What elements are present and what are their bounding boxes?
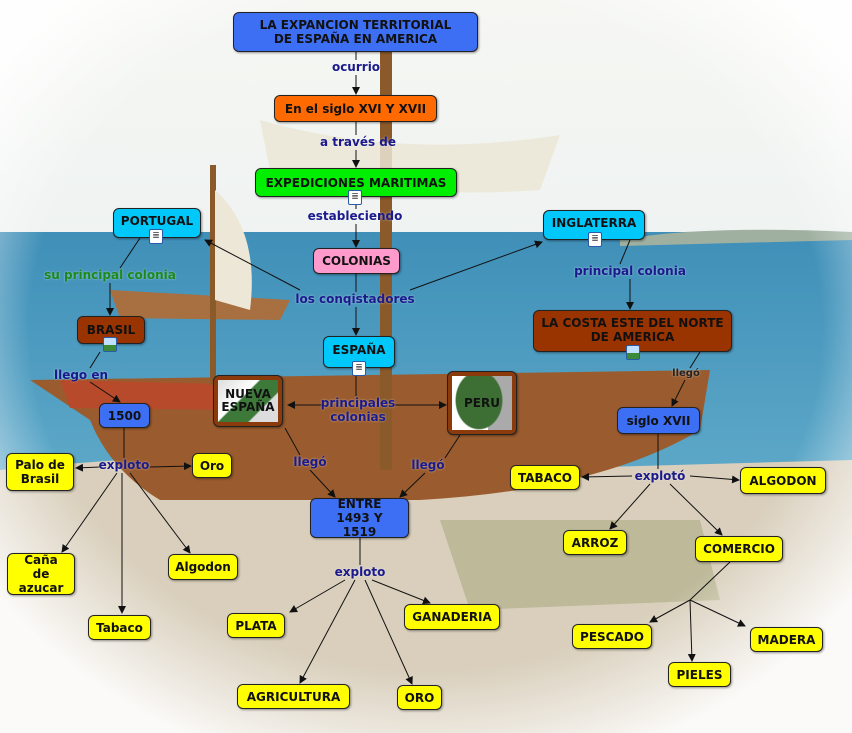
- link-line: [619, 239, 631, 265]
- link-line: [409, 240, 543, 291]
- link-llego-en: llego en: [53, 368, 109, 382]
- concept-arroz[interactable]: ARROZ: [563, 530, 627, 555]
- concept-tabaco-left[interactable]: Tabaco: [88, 615, 151, 640]
- concept-ganaderia[interactable]: GANADERIA: [404, 604, 500, 630]
- concept-algodon-left[interactable]: Algodon: [168, 554, 238, 580]
- link-line: [89, 381, 121, 403]
- link-principales-colonias: principales colonias: [320, 396, 396, 424]
- link-line: [687, 599, 696, 662]
- link-llego-costa: llegó: [672, 368, 700, 379]
- concept-tabaco-right[interactable]: TABACO: [510, 465, 580, 490]
- concept-comercio[interactable]: COMERCIO: [695, 536, 783, 562]
- link-exploto-brasil: exploto: [98, 458, 150, 472]
- link-line: [75, 463, 101, 472]
- link-line: [89, 351, 101, 369]
- concept-palo-de-brasil[interactable]: Palo de Brasil: [6, 453, 74, 491]
- concept-title[interactable]: LA EXPANCION TERRITORIAL DE ESPAÑA EN AM…: [233, 12, 478, 52]
- image-icon[interactable]: [103, 337, 117, 352]
- document-icon[interactable]: ≣: [588, 232, 602, 247]
- link-exploto-costa: explotó: [634, 469, 686, 483]
- concept-cana-de-azucar[interactable]: Caña de azucar: [7, 553, 75, 595]
- link-line: [689, 351, 701, 369]
- link-line: [119, 237, 141, 269]
- concept-colonias[interactable]: COLONIAS: [313, 248, 400, 274]
- link-line: [299, 579, 356, 684]
- document-icon[interactable]: ≣: [149, 229, 163, 244]
- concept-oro-small[interactable]: Oro: [192, 453, 232, 478]
- link-principal-colonia: principal colonia: [574, 264, 686, 278]
- concept-plata[interactable]: PLATA: [227, 613, 285, 638]
- concept-peru[interactable]: PERU: [447, 371, 517, 435]
- link-line: [204, 239, 301, 291]
- link-line: [309, 469, 336, 498]
- link-line: [609, 483, 651, 530]
- link-line: [149, 462, 192, 471]
- concept-algodon-right[interactable]: ALGODON: [740, 467, 826, 494]
- link-line: [671, 379, 686, 407]
- concept-siglo-xvii[interactable]: siglo XVII: [617, 407, 700, 434]
- concept-agricultura[interactable]: AGRICULTURA: [237, 684, 350, 709]
- link-su-principal-colonia: su principal colonia: [44, 268, 176, 282]
- link-llego-nueva-espana: llegó: [293, 455, 327, 469]
- link-ocurrio: ocurrio: [331, 60, 381, 74]
- link-line: [284, 427, 301, 456]
- link-line: [399, 472, 426, 498]
- document-icon[interactable]: ≣: [348, 190, 362, 205]
- image-icon[interactable]: [626, 345, 640, 360]
- link-estableciendo: estableciendo: [307, 209, 403, 223]
- link-line: [581, 472, 633, 481]
- link-line: [371, 579, 431, 605]
- link-line: [61, 472, 118, 553]
- concept-pieles[interactable]: PIELES: [668, 662, 731, 687]
- concept-nueva-espana[interactable]: NUEVA ESPAÑA: [213, 375, 283, 427]
- concept-espana[interactable]: ESPAÑA: [323, 336, 395, 368]
- document-icon[interactable]: ≣: [352, 361, 366, 376]
- link-line: [689, 475, 740, 484]
- concept-pescado[interactable]: PESCADO: [572, 624, 652, 649]
- concept-madera[interactable]: MADERA: [750, 627, 823, 652]
- concept-portugal[interactable]: PORTUGAL: [113, 208, 201, 238]
- link-line: [689, 561, 731, 601]
- concept-1500[interactable]: 1500: [99, 403, 150, 428]
- link-line: [364, 579, 413, 685]
- link-exploto-entre: exploto: [334, 565, 386, 579]
- link-line: [689, 599, 746, 627]
- link-line: [444, 434, 461, 459]
- link-a-traves-de: a través de: [319, 135, 397, 149]
- link-los-conquistadores: los conqistadores: [295, 292, 415, 306]
- concept-oro[interactable]: ORO: [397, 685, 442, 710]
- concept-entre-1493-1519[interactable]: ENTRE 1493 Y 1519: [310, 497, 409, 539]
- link-llego-peru: llegó: [411, 458, 445, 472]
- link-line: [129, 472, 191, 554]
- link-line: [669, 483, 723, 536]
- concept-siglo-xvi-xvii[interactable]: En el siglo XVI Y XVII: [274, 95, 437, 122]
- link-line: [289, 579, 346, 613]
- link-line: [649, 599, 691, 623]
